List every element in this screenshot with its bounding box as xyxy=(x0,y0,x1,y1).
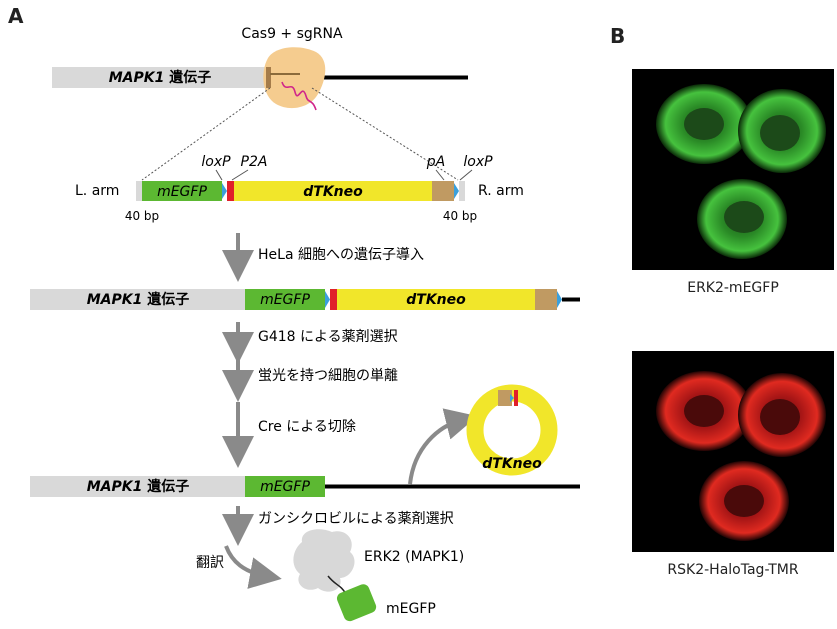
step-5-label: ガンシクロビルによる薬剤選択 xyxy=(258,511,454,527)
gene-bar-row4 xyxy=(30,476,245,497)
cut-site-marker xyxy=(266,67,271,88)
left-homology-arm xyxy=(136,181,142,201)
megfp-label: mEGFP xyxy=(157,184,207,200)
excised-loxp-site xyxy=(510,394,514,402)
left-arm-label: L. arm xyxy=(75,183,119,199)
pa-label: pA xyxy=(426,154,445,170)
dtkneo-label-row3: dTKneo xyxy=(406,292,466,308)
p2a-block xyxy=(227,181,234,201)
erk2-protein-icon xyxy=(293,529,355,592)
right-arm-bp: 40 bp xyxy=(443,209,477,223)
panel-b-label: B xyxy=(610,24,626,48)
dtkneo-label: dTKneo xyxy=(303,184,363,200)
loxp-site-right xyxy=(454,183,459,199)
step-2-label: G418 による薬剤選択 xyxy=(258,329,398,345)
pa-block-row3 xyxy=(535,289,557,310)
dtkneo-block xyxy=(234,181,432,201)
p2a-block-row3 xyxy=(330,289,337,310)
megfp-block xyxy=(142,181,222,201)
megfp-label-row4: mEGFP xyxy=(260,479,310,495)
excised-p2a-block xyxy=(514,390,518,406)
p2a-pointer xyxy=(231,169,249,181)
step-3-label: 蛍光を持つ細胞の単離 xyxy=(258,367,398,384)
gene-bar-row1 xyxy=(52,67,272,88)
gene-label-row1: MAPK1 遺伝子 xyxy=(109,69,212,86)
loxp-label-right: loxP xyxy=(463,154,493,170)
excised-circle-label: dTKneo xyxy=(482,456,542,472)
image2-caption: RSK2-HaloTag-TMR xyxy=(667,562,799,578)
step-4-label: Cre による切除 xyxy=(258,419,356,435)
megfp-label-row3: mEGFP xyxy=(260,292,310,308)
excised-pa-block xyxy=(498,390,512,406)
right-arm-label: R. arm xyxy=(478,183,524,199)
tag-label: mEGFP xyxy=(386,601,436,617)
right-homology-arm xyxy=(459,181,465,201)
protein-label: ERK2 (MAPK1) xyxy=(364,549,464,565)
dtkneo-block-row3 xyxy=(337,289,535,310)
loxp-site-left xyxy=(222,183,227,199)
megfp-block-row4 xyxy=(245,476,325,497)
left-arm-bp: 40 bp xyxy=(125,209,159,223)
loxp-label-left: loxP xyxy=(201,154,231,170)
rsk2-halotag-micrograph xyxy=(632,351,834,552)
loxp-site-row3-left xyxy=(325,291,330,308)
sgrna-icon xyxy=(281,81,317,111)
step-1-label: HeLa 細胞への遺伝子導入 xyxy=(258,247,424,263)
excision-arrow xyxy=(408,408,478,485)
panel-a-label: A xyxy=(8,4,24,28)
loxp-pointer-left xyxy=(215,169,223,181)
loxp-site-row3-right xyxy=(557,291,562,308)
gene-label-row3: MAPK1 遺伝子 xyxy=(87,291,190,308)
gene-bar-row3 xyxy=(30,289,245,310)
projection-line-right xyxy=(311,87,459,181)
cas9-icon xyxy=(263,47,326,109)
erk2-megfp-micrograph xyxy=(632,69,834,270)
p2a-label: P2A xyxy=(241,154,268,170)
megfp-block-row3 xyxy=(245,289,325,310)
loxp-pointer-right xyxy=(459,169,473,181)
pa-pointer xyxy=(435,169,445,181)
gene-label-row4: MAPK1 遺伝子 xyxy=(87,478,190,495)
translation-arrow xyxy=(224,545,282,589)
megfp-protein-icon xyxy=(336,584,377,622)
pa-block xyxy=(432,181,454,201)
image1-caption: ERK2-mEGFP xyxy=(687,280,779,296)
cas9-label: Cas9 + sgRNA xyxy=(241,26,343,42)
translation-label: 翻訳 xyxy=(196,555,224,571)
